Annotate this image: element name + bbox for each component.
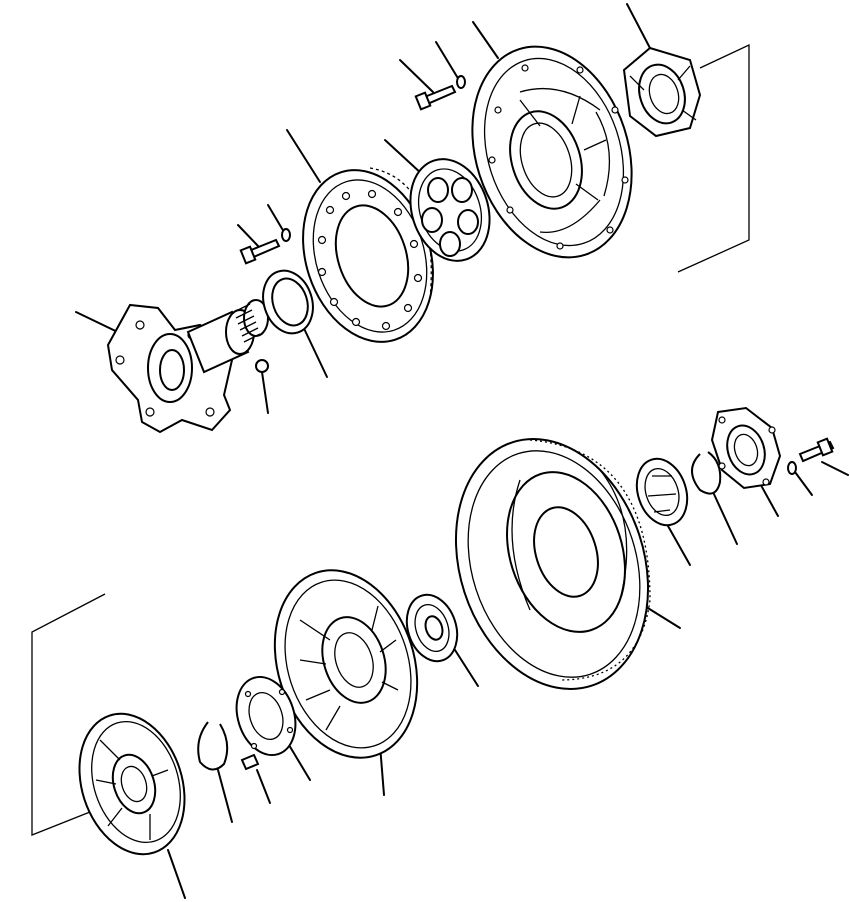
- flange-plate-lower: [710, 406, 782, 490]
- ring-gear-upper: [302, 167, 434, 343]
- leader-line: [454, 649, 479, 687]
- needle-bearing-middle: [405, 593, 459, 663]
- leader-line: [167, 849, 186, 899]
- leader-line: [286, 129, 321, 183]
- roller-bearing-upper: [409, 158, 491, 262]
- leader-line: [712, 491, 738, 545]
- leader-line: [261, 371, 269, 414]
- snap-ring-lower-left: [197, 721, 229, 771]
- leader-line: [399, 59, 434, 93]
- roller-bearing-lower-right: [635, 457, 689, 527]
- bracket-upper-right: [677, 43, 750, 273]
- flange-housing: [106, 299, 269, 434]
- leader-line: [384, 139, 424, 176]
- group-brackets: [31, 43, 750, 836]
- leader-line: [821, 461, 849, 476]
- housing-cover-upper: [471, 45, 633, 259]
- bearing-housing-upper: [622, 46, 702, 138]
- gear-holes: [317, 189, 423, 331]
- impeller-lower-left: [78, 712, 186, 856]
- leader-line: [667, 525, 691, 566]
- drum-housing-lower: [454, 437, 651, 691]
- leader-line: [285, 739, 311, 781]
- bracket-lower-left: [31, 593, 106, 836]
- leader-line: [256, 769, 271, 804]
- leader-line: [626, 3, 652, 51]
- pin: [240, 753, 260, 771]
- seal-ring: [262, 269, 314, 335]
- leader-line: [237, 224, 260, 248]
- leader-line: [472, 21, 499, 59]
- leader-line: [642, 604, 681, 629]
- snap-ring-lower: [691, 451, 722, 495]
- bolt-set-upper-left: [239, 228, 291, 265]
- leader-line: [794, 471, 813, 496]
- bolt-set-lower-right: [787, 437, 835, 475]
- bolt-set-upper: [414, 75, 466, 111]
- turbine-wheel-lower: [273, 569, 419, 759]
- leader-line: [217, 769, 233, 823]
- thrust-washer: [235, 675, 297, 757]
- leader-line: [435, 41, 460, 81]
- leader-line: [267, 204, 285, 233]
